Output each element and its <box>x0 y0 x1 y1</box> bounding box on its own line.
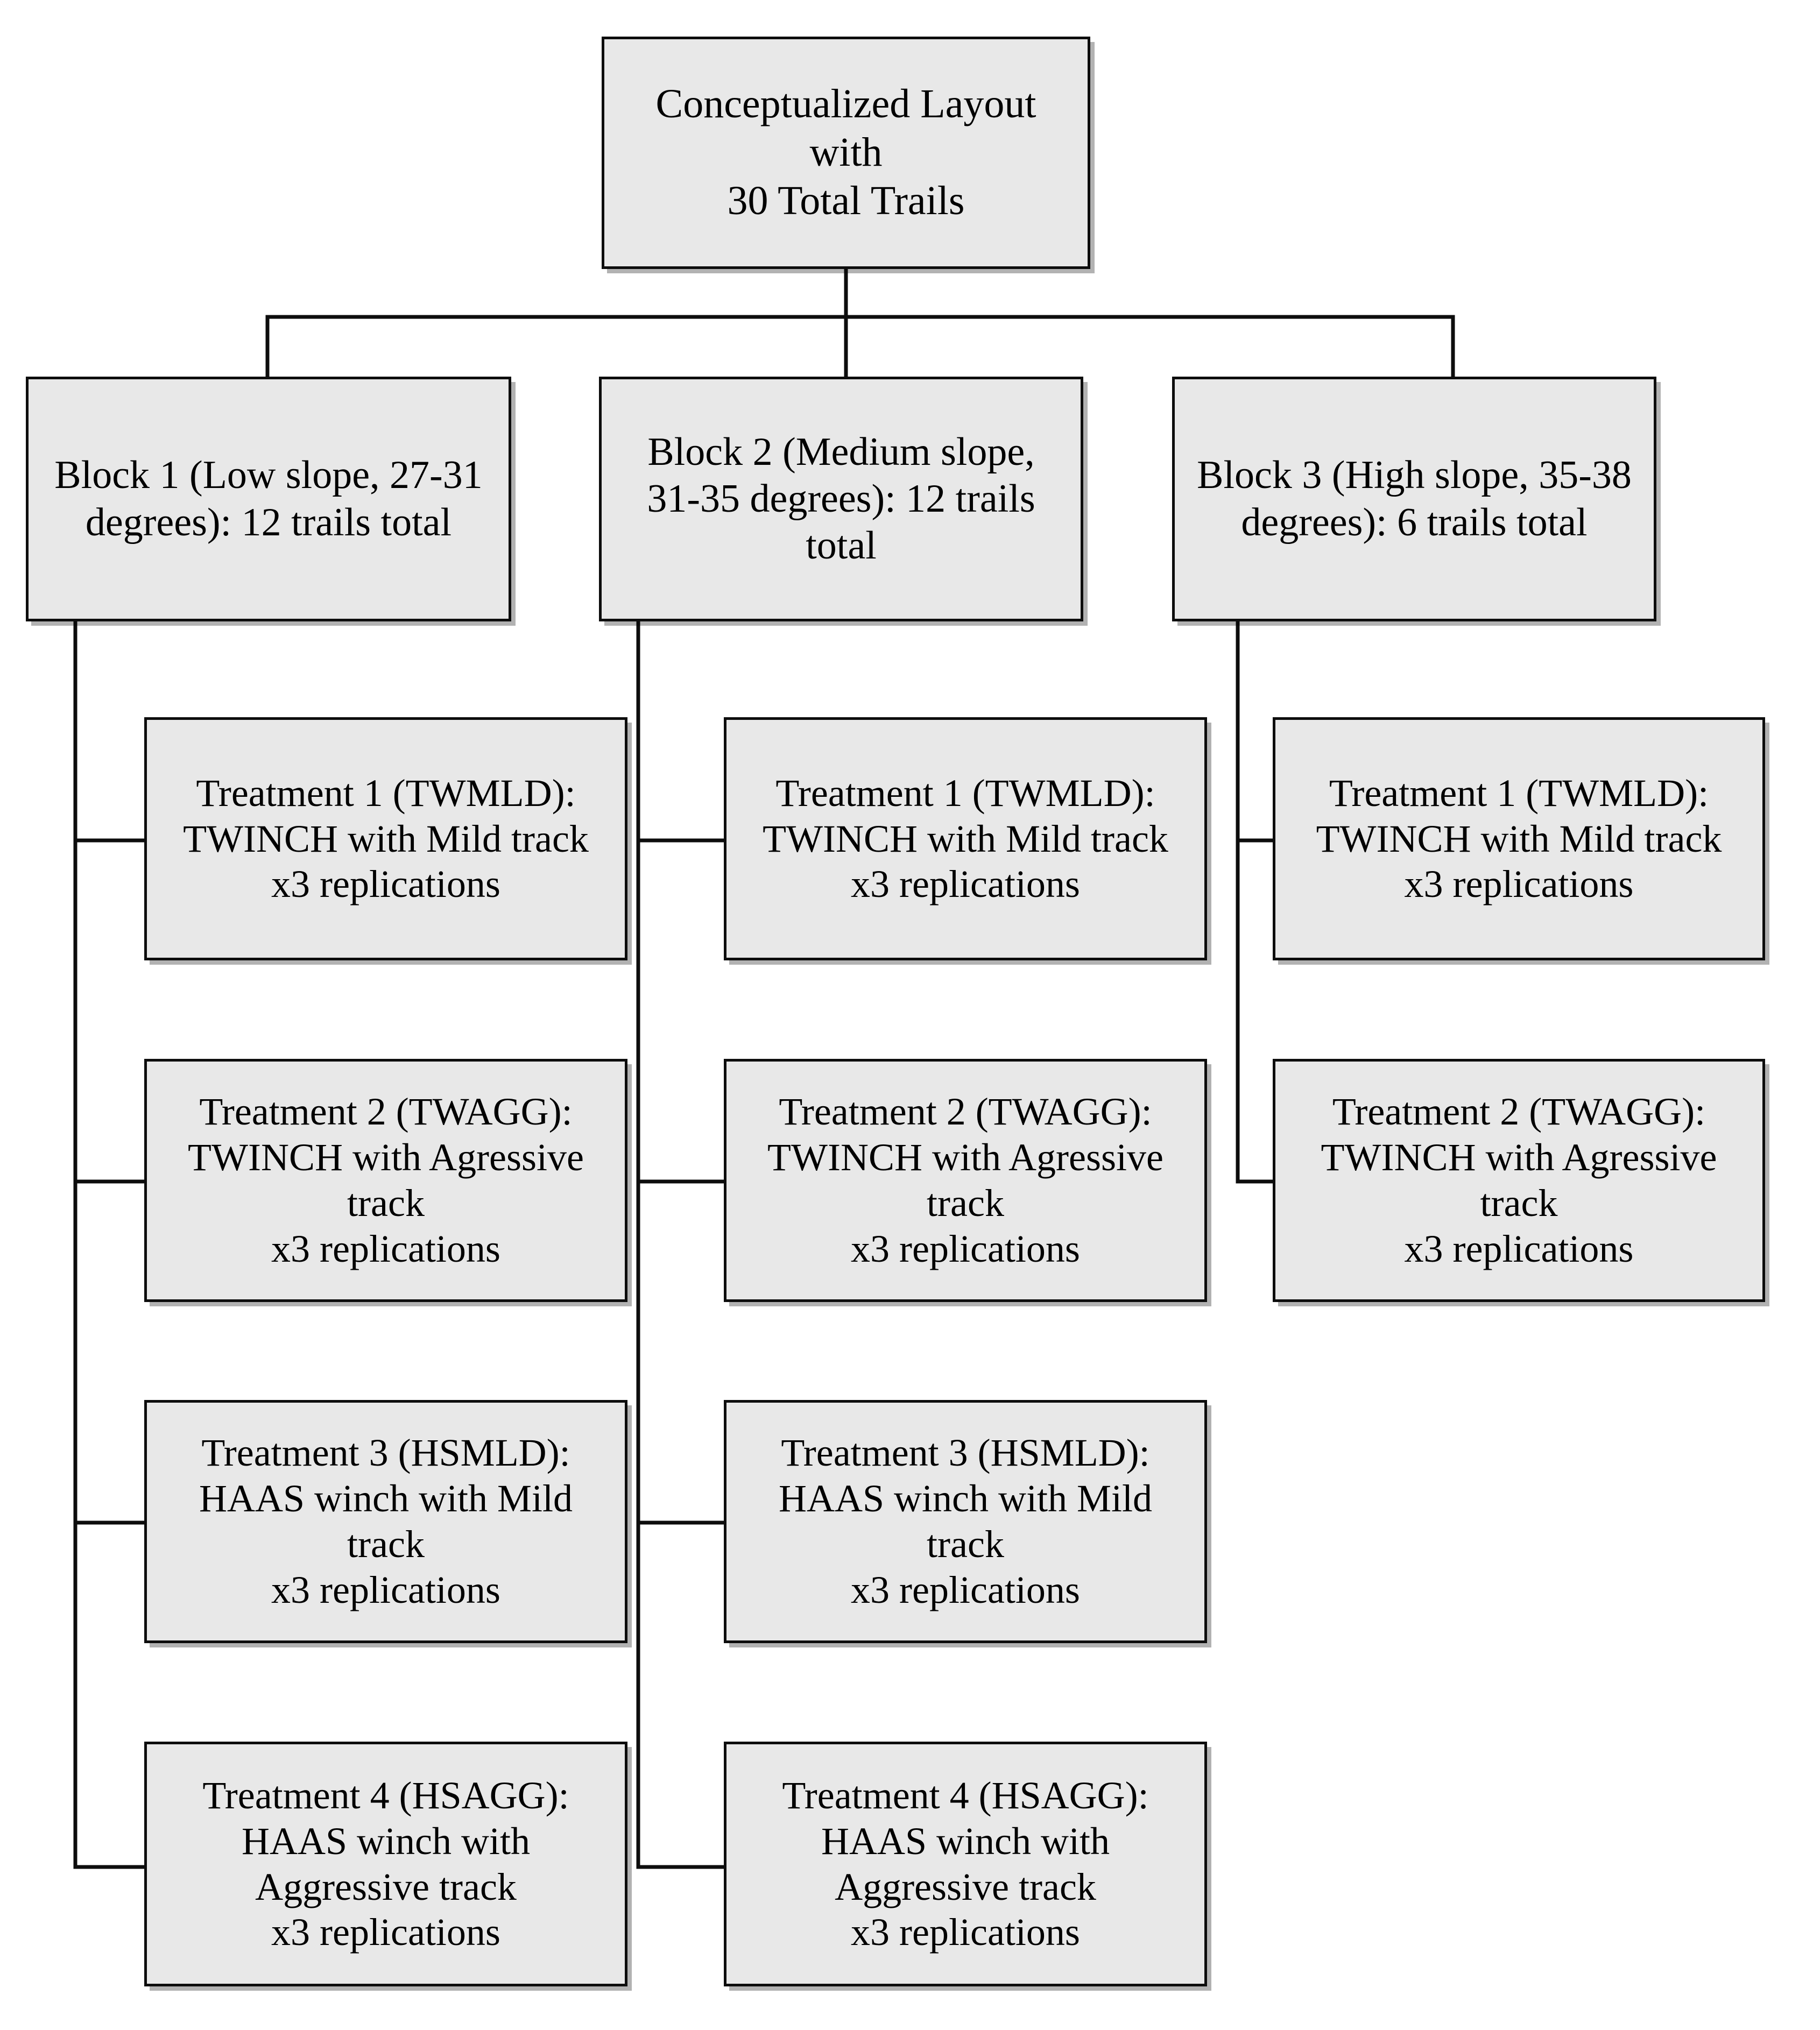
root-node-label: Conceptualized Layout with 30 Total Trai… <box>655 81 1036 223</box>
treatment-node-block1-t3: Treatment 3 (HSMLD): HAAS winch with Mil… <box>144 1400 627 1643</box>
treatment-node-block3-t2-label: Treatment 2 (TWAGG): TWINCH with Agressi… <box>1321 1090 1717 1270</box>
block-node-1-label: Block 1 (Low slope, 27-31 degrees): 12 t… <box>54 453 483 544</box>
treatment-node-block1-t1: Treatment 1 (TWMLD): TWINCH with Mild tr… <box>144 717 627 960</box>
treatment-node-block1-t3-label: Treatment 3 (HSMLD): HAAS winch with Mil… <box>199 1431 573 1611</box>
treatment-node-block1-t2-label: Treatment 2 (TWAGG): TWINCH with Agressi… <box>188 1090 584 1270</box>
treatment-node-block2-t4: Treatment 4 (HSAGG): HAAS winch with Agg… <box>724 1742 1207 1986</box>
treatment-node-block2-t2: Treatment 2 (TWAGG): TWINCH with Agressi… <box>724 1059 1207 1302</box>
treatment-node-block1-t4-label: Treatment 4 (HSAGG): HAAS winch with Agg… <box>202 1773 569 1954</box>
treatment-node-block2-t3-label: Treatment 3 (HSMLD): HAAS winch with Mil… <box>778 1431 1153 1611</box>
block-node-2: Block 2 (Medium slope, 31-35 degrees): 1… <box>599 377 1083 621</box>
treatment-node-block2-t4-label: Treatment 4 (HSAGG): HAAS winch with Agg… <box>782 1773 1149 1954</box>
block-node-2-label: Block 2 (Medium slope, 31-35 degrees): 1… <box>647 429 1035 568</box>
treatment-node-block1-t2: Treatment 2 (TWAGG): TWINCH with Agressi… <box>144 1059 627 1302</box>
block-node-3: Block 3 (High slope, 35-38 degrees): 6 t… <box>1172 377 1656 621</box>
root-node: Conceptualized Layout with 30 Total Trai… <box>602 37 1090 269</box>
treatment-node-block2-t1-label: Treatment 1 (TWMLD): TWINCH with Mild tr… <box>763 771 1168 906</box>
treatment-node-block2-t2-label: Treatment 2 (TWAGG): TWINCH with Agressi… <box>767 1090 1163 1270</box>
treatment-node-block3-t1: Treatment 1 (TWMLD): TWINCH with Mild tr… <box>1273 717 1765 960</box>
treatment-node-block2-t1: Treatment 1 (TWMLD): TWINCH with Mild tr… <box>724 717 1207 960</box>
treatment-node-block1-t1-label: Treatment 1 (TWMLD): TWINCH with Mild tr… <box>183 771 589 906</box>
treatment-node-block3-t2: Treatment 2 (TWAGG): TWINCH with Agressi… <box>1273 1059 1765 1302</box>
treatment-node-block2-t3: Treatment 3 (HSMLD): HAAS winch with Mil… <box>724 1400 1207 1643</box>
treatment-node-block1-t4: Treatment 4 (HSAGG): HAAS winch with Agg… <box>144 1742 627 1986</box>
block-node-3-label: Block 3 (High slope, 35-38 degrees): 6 t… <box>1197 453 1632 544</box>
block-node-1: Block 1 (Low slope, 27-31 degrees): 12 t… <box>26 377 511 621</box>
treatment-node-block3-t1-label: Treatment 1 (TWMLD): TWINCH with Mild tr… <box>1316 771 1722 906</box>
